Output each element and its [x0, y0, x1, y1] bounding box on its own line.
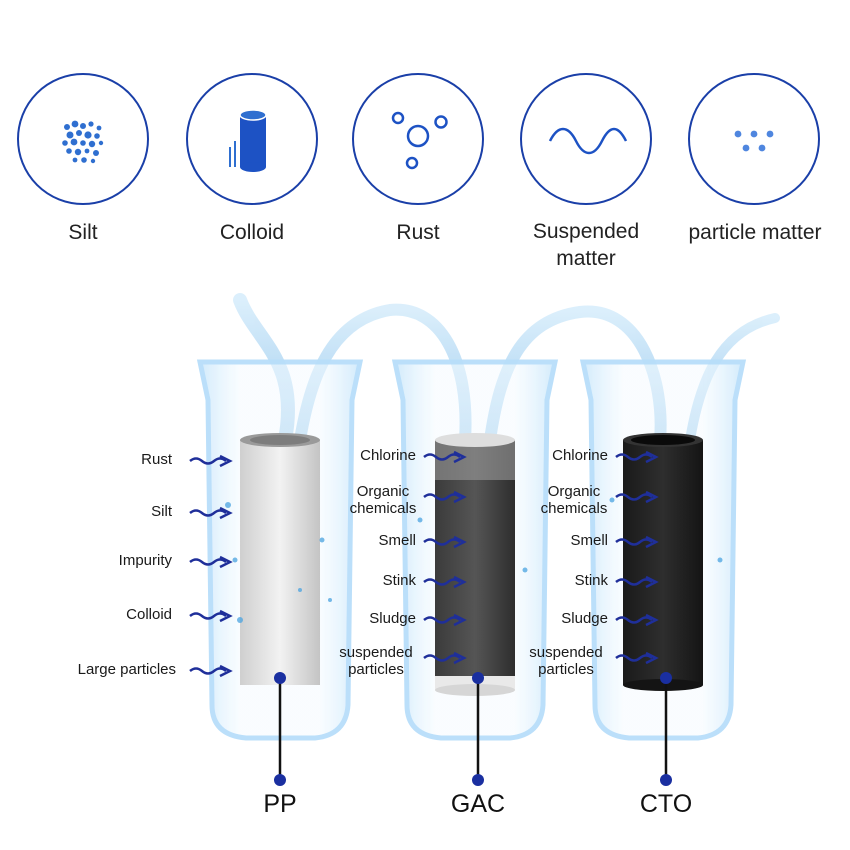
gac-4-arrow-head	[453, 613, 467, 627]
pp-label-colloid: Colloid	[126, 606, 172, 623]
gac-1-arrow	[423, 493, 461, 501]
contaminant-arrows	[189, 450, 659, 678]
colloid-caption: Colloid	[219, 221, 285, 244]
gac-2-arrow	[423, 538, 461, 546]
gac-5-arrow	[423, 654, 461, 662]
pp-cartridge	[240, 433, 320, 685]
silt-caption: Silt	[68, 221, 98, 244]
gac-1-arrow-head	[453, 490, 467, 504]
cto-label-smell: Smell	[570, 532, 608, 549]
pp-3-arrow-head	[219, 609, 233, 623]
gac-label-chlorine: Chlorine	[360, 447, 416, 464]
cto-label-stink: Stink	[574, 572, 608, 589]
gac-cartridge	[435, 433, 515, 696]
pp-1-arrow	[189, 509, 227, 517]
cto-name: CTO	[639, 790, 693, 818]
pp-label-silt: Silt	[151, 503, 172, 520]
particle-matter-circle	[688, 73, 820, 205]
pp-3-arrow	[189, 612, 227, 620]
colloid-cylinder-icon	[229, 109, 267, 172]
cto-label-sludge: Sludge	[561, 610, 608, 627]
pp-4-arrow	[189, 667, 227, 675]
cto-3-arrow-head	[645, 575, 659, 589]
silt-circle	[17, 73, 149, 205]
cto-2-arrow	[615, 538, 653, 546]
cto-0-arrow-head	[645, 450, 659, 464]
gac-0-arrow	[423, 453, 461, 461]
cto-label-organic-chemicals: Organic chemicals	[540, 483, 608, 517]
gac-3-arrow	[423, 578, 461, 586]
gac-label-suspended-particles: suspended particles	[339, 644, 413, 678]
gac-4-arrow	[423, 616, 461, 624]
pp-label-impurity: Impurity	[118, 552, 172, 569]
particle-dots-icon	[734, 130, 774, 152]
rust-caption: Rust	[396, 221, 440, 244]
suspended-matter-caption: Suspended matter	[532, 220, 640, 270]
rust-circle	[352, 73, 484, 205]
cto-label-suspended-particles: suspended particles	[529, 644, 603, 678]
cto-0-arrow	[615, 453, 653, 461]
pp-2-arrow	[189, 558, 227, 566]
gac-2-arrow-head	[453, 535, 467, 549]
silt-dots-icon	[62, 120, 104, 164]
gac-name: GAC	[450, 790, 506, 818]
pp-0-arrow	[189, 457, 227, 465]
pp-1-arrow-head	[219, 506, 233, 520]
gac-label-organic-chemicals: Organic chemicals	[349, 483, 417, 517]
cto-1-arrow	[615, 493, 653, 501]
gac-label-stink: Stink	[382, 572, 416, 589]
cto-label-chlorine: Chlorine	[552, 447, 608, 464]
suspended-matter-circle	[520, 73, 652, 205]
filter-illustration	[189, 293, 780, 786]
particle-matter-caption: particle matter	[688, 221, 822, 244]
pp-label-large-particles: Large particles	[77, 661, 176, 678]
gac-label-sludge: Sludge	[369, 610, 416, 627]
colloid-circle	[186, 73, 318, 205]
gac-3-arrow-head	[453, 575, 467, 589]
gac-label-smell: Smell	[378, 532, 416, 549]
cto-3-arrow	[615, 578, 653, 586]
droplets	[225, 497, 723, 623]
gac-5-arrow-head	[453, 651, 467, 665]
cto-5-arrow	[615, 654, 653, 662]
pp-name: PP	[263, 790, 297, 818]
cto-4-arrow-head	[645, 613, 659, 627]
pointer-lines	[278, 678, 668, 780]
pointer-dots	[274, 672, 672, 786]
rust-bubbles-icon	[391, 111, 448, 170]
cto-5-arrow-head	[645, 651, 659, 665]
cto-1-arrow-head	[645, 490, 659, 504]
cto-2-arrow-head	[645, 535, 659, 549]
pp-4-arrow-head	[219, 664, 233, 678]
pp-0-arrow-head	[219, 454, 233, 468]
cto-cartridge	[623, 433, 703, 691]
gac-0-arrow-head	[453, 450, 467, 464]
pp-2-arrow-head	[219, 555, 233, 569]
cto-4-arrow	[615, 616, 653, 624]
wave-icon	[548, 127, 628, 155]
pp-label-rust: Rust	[141, 451, 172, 468]
